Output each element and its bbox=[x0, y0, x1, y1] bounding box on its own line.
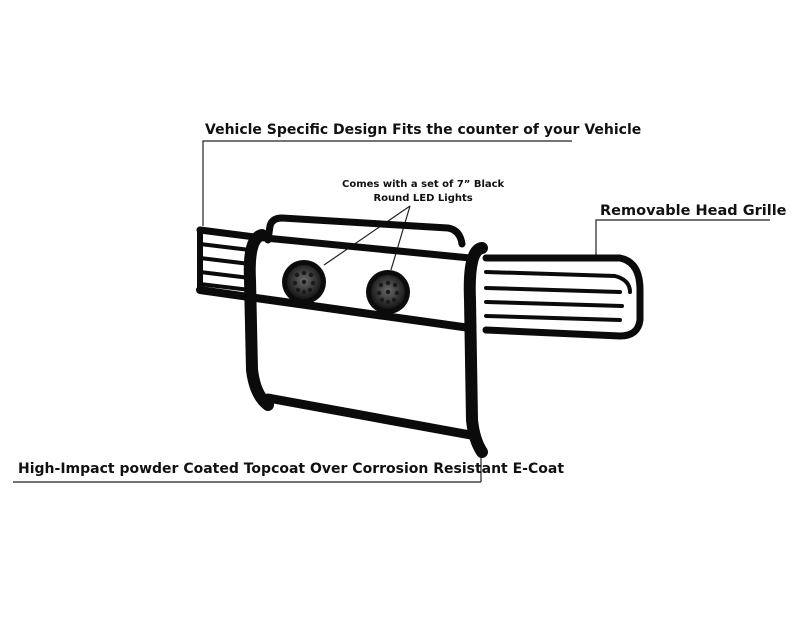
led-light-right bbox=[366, 270, 410, 314]
callout-removable-grille: Removable Head Grille bbox=[600, 203, 787, 219]
top-hoop bbox=[264, 214, 466, 248]
callout-led-lights: Comes with a set of 7” Black Round LED L… bbox=[342, 178, 504, 206]
left-upright bbox=[243, 229, 274, 411]
callout-led-line1: Comes with a set of 7” Black bbox=[342, 179, 505, 190]
right-upright bbox=[463, 242, 488, 458]
led-light-left bbox=[282, 260, 326, 304]
callout-vehicle-specific: Vehicle Specific Design Fits the counter… bbox=[205, 122, 642, 138]
upper-crossbar bbox=[196, 226, 474, 262]
mid-crossbar bbox=[196, 286, 474, 332]
left-wing bbox=[197, 229, 252, 293]
right-wing bbox=[482, 254, 644, 340]
callout-coating: High-Impact powder Coated Topcoat Over C… bbox=[18, 461, 565, 477]
callout-led-line2: Round LED Lights bbox=[373, 193, 473, 204]
lower-crossbar bbox=[263, 393, 481, 441]
callout-leader-lines bbox=[13, 140, 770, 483]
